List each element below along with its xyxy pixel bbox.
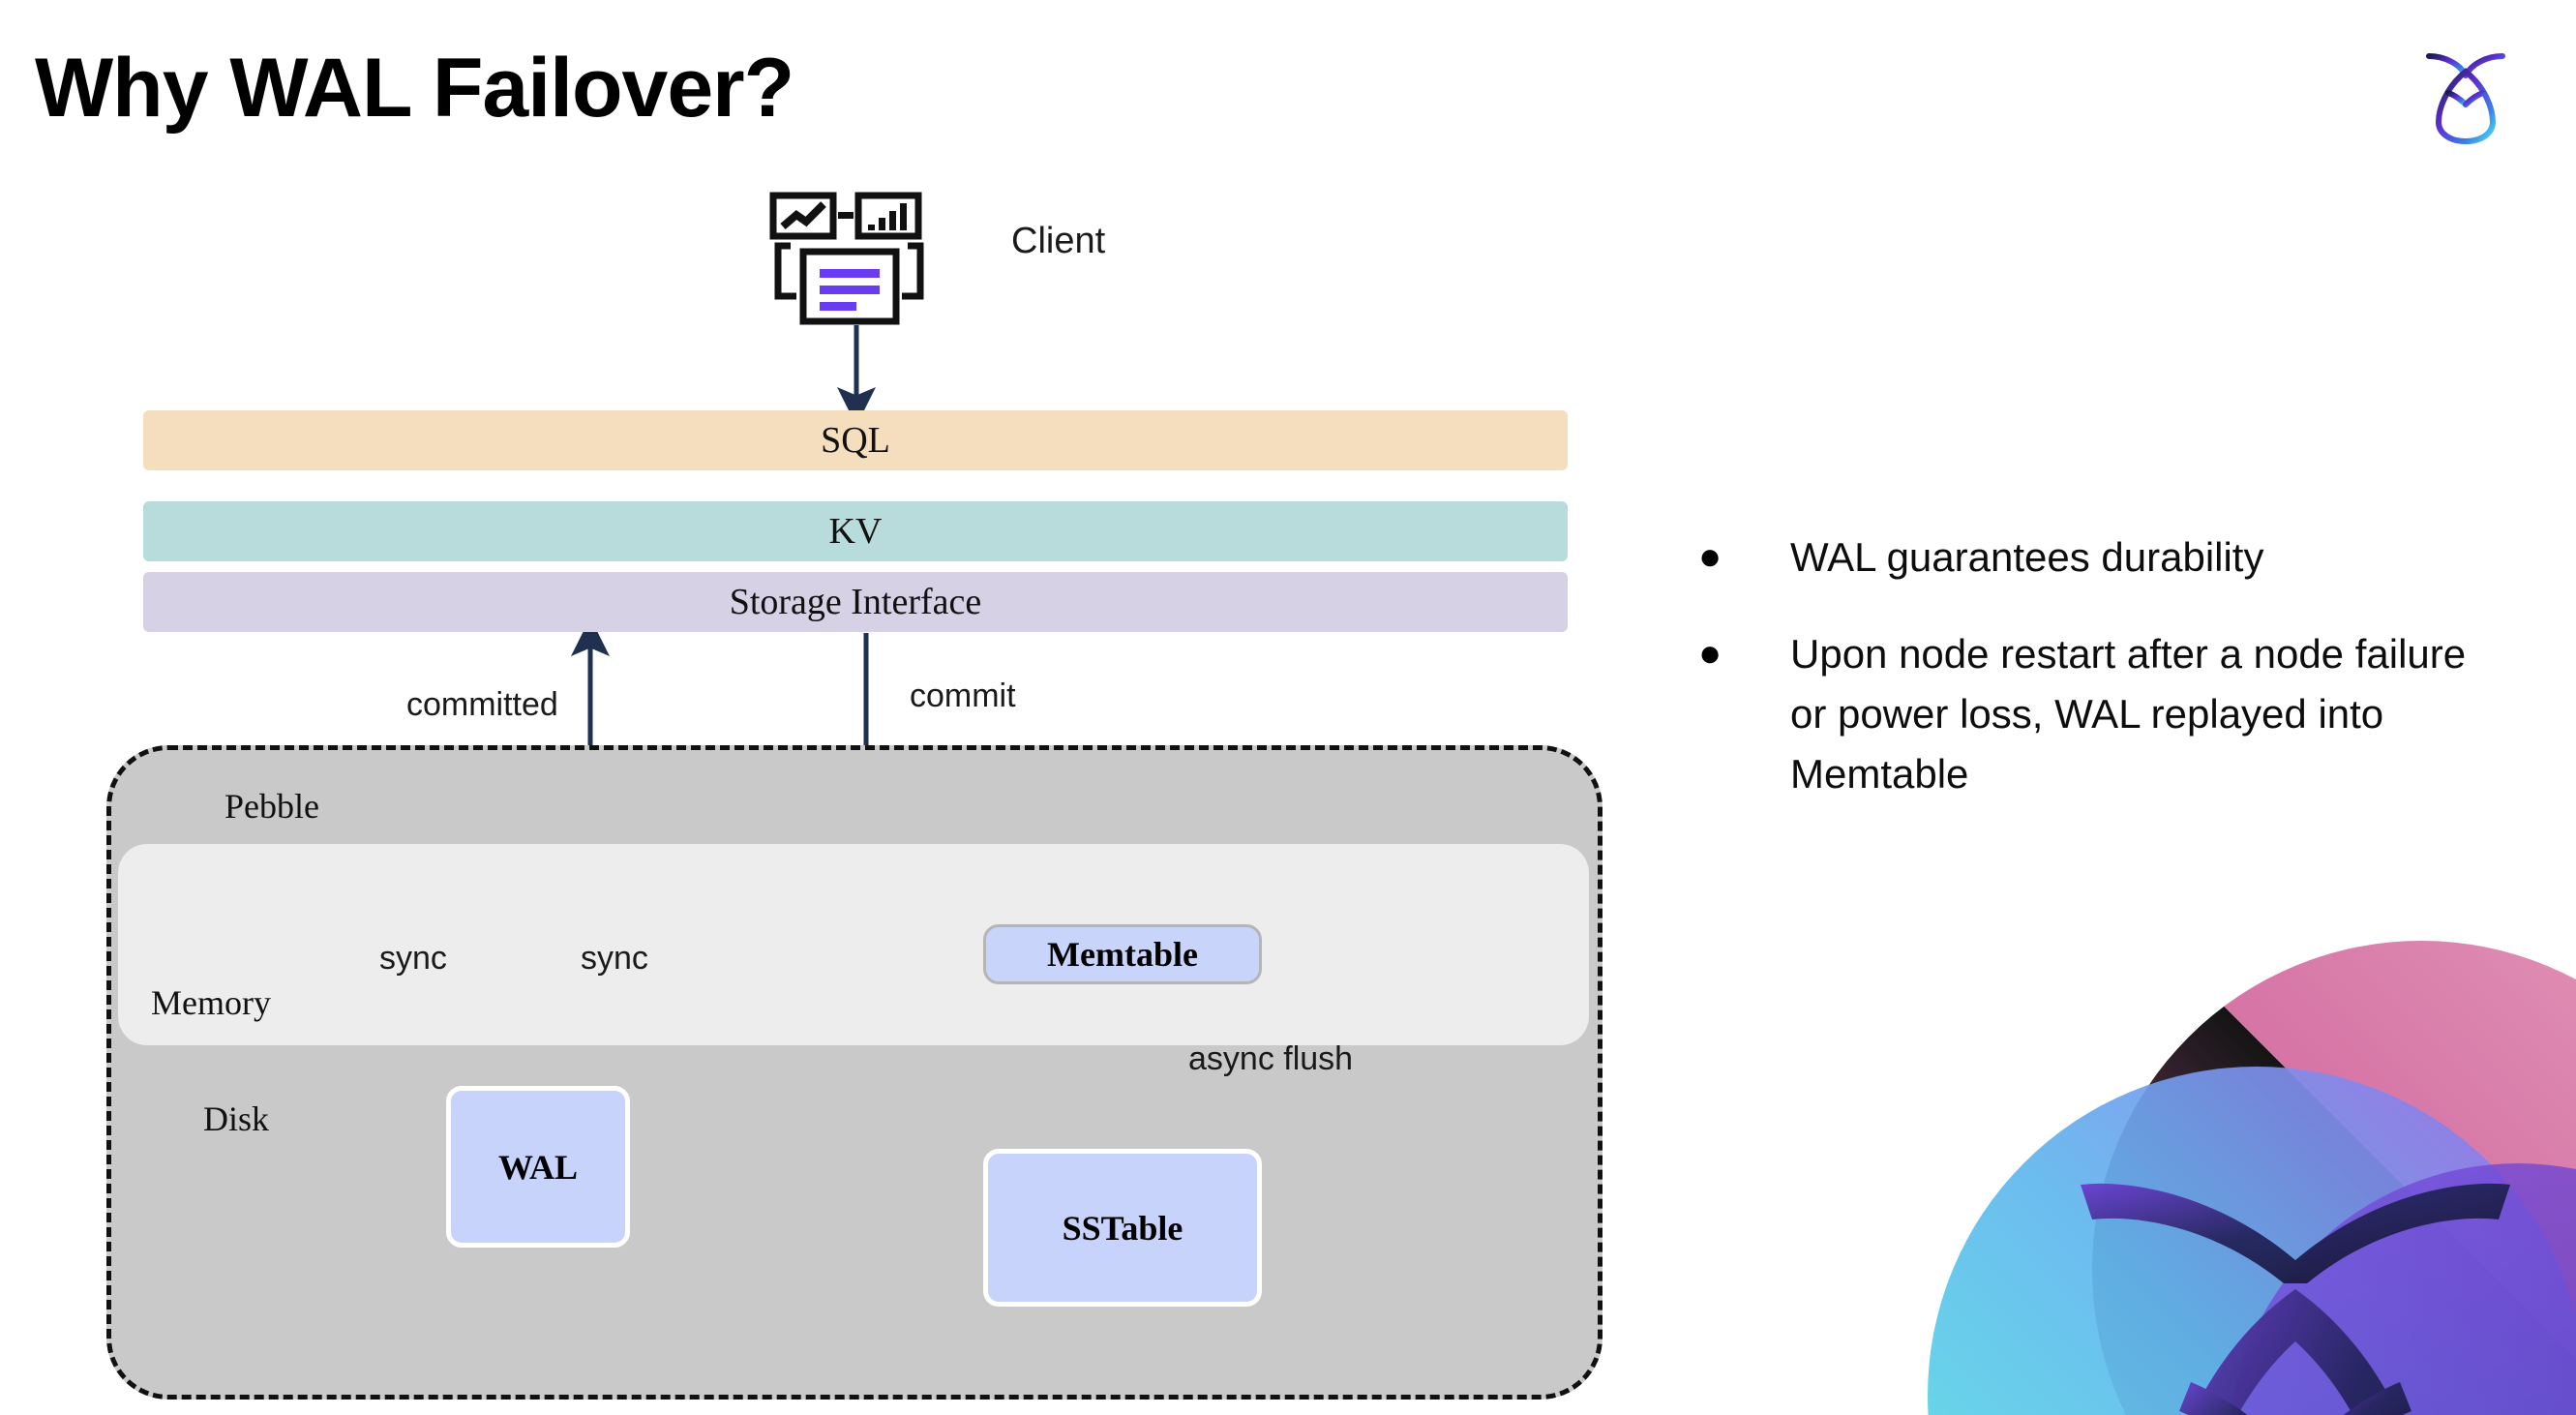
memory-band <box>118 844 1589 1045</box>
page-title: Why WAL Failover? <box>35 42 794 135</box>
client-dashboard-icon <box>769 192 929 327</box>
client-label: Client <box>1011 221 1106 261</box>
layer-bar-sql: SQL <box>143 410 1568 470</box>
node-sstable: SSTable <box>983 1149 1262 1307</box>
edge-label-sync-committed: sync <box>379 940 447 977</box>
layer-bar-storage-interface: Storage Interface <box>143 572 1568 632</box>
list-item: ● Upon node restart after a node failure… <box>1698 624 2511 804</box>
node-sstable-label: SSTable <box>1062 1208 1183 1248</box>
bullet-list: ● WAL guarantees durability ● Upon node … <box>1698 527 2511 842</box>
list-item: ● WAL guarantees durability <box>1698 527 2511 587</box>
edge-label-sync-wal: sync <box>581 940 648 977</box>
node-wal: WAL <box>446 1086 630 1248</box>
layer-bar-kv-label: KV <box>828 511 883 552</box>
disk-label: Disk <box>203 1099 270 1138</box>
edge-label-commit: commit <box>910 677 1016 714</box>
edge-label-committed: committed <box>406 686 558 723</box>
layer-bar-kv: KV <box>143 501 1568 561</box>
bullet-marker: ● <box>1698 535 1722 578</box>
node-memtable-label: Memtable <box>1047 935 1198 974</box>
bullet-marker: ● <box>1698 632 1722 676</box>
decorative-circles-artwork <box>1841 912 2576 1415</box>
pebble-label: Pebble <box>225 787 319 826</box>
layer-bar-sql-label: SQL <box>821 420 890 461</box>
node-wal-label: WAL <box>497 1147 579 1187</box>
cockroachdb-logo-icon <box>2408 35 2524 151</box>
node-memtable: Memtable <box>983 924 1262 984</box>
bullet-text: Upon node restart after a node failure o… <box>1790 631 2467 798</box>
bullet-text: WAL guarantees durability <box>1790 534 2264 580</box>
layer-bar-storage-interface-label: Storage Interface <box>729 582 982 622</box>
memory-label: Memory <box>151 983 271 1022</box>
edge-label-async-flush: async flush <box>1188 1040 1354 1077</box>
